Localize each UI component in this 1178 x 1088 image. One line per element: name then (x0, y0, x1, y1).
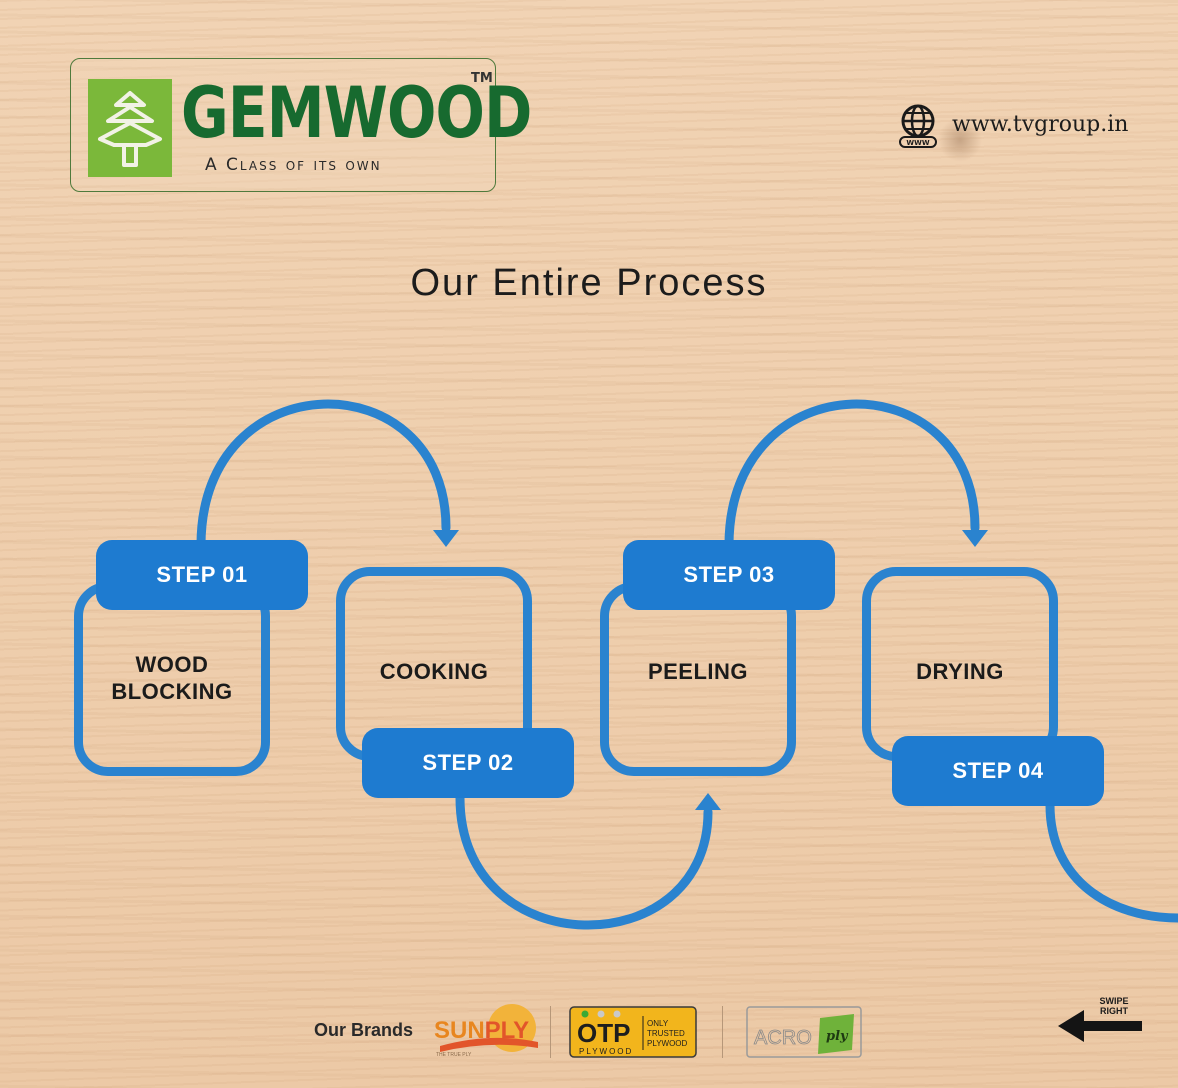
process-box-wood-blocking: WOOD BLOCKING (74, 582, 270, 776)
globe-www-icon: WWW (899, 104, 937, 148)
process-label-cooking: COOKING (379, 659, 489, 684)
brand-logo: GEMWOOD TM A Class of its own (70, 58, 532, 192)
step-badge-03: STEP 03 (623, 540, 835, 610)
process-label-peeling: PEELING (647, 659, 749, 684)
otp-side-2: TRUSTED (647, 1029, 685, 1038)
swipe-hint[interactable]: SWIPE RIGHT (1056, 996, 1144, 1046)
process-label-drying: DRYING (916, 659, 1004, 684)
process-box-peeling: PEELING (600, 582, 796, 776)
svg-text:WWW: WWW (906, 139, 929, 147)
otp-logo[interactable]: OTP PLYWOOD ONLY TRUSTED PLYWOOD (569, 1006, 697, 1058)
step-badge-04: STEP 04 (892, 736, 1104, 806)
brand-divider (722, 1006, 723, 1058)
trademark-mark: TM (471, 71, 493, 86)
otp-side-1: ONLY (647, 1019, 669, 1028)
acro-badge: ply (826, 1029, 849, 1044)
sunply-tagline: THE TRUE PLY (436, 1052, 472, 1058)
sunply-ply-text: PLY (485, 1017, 529, 1044)
website-url[interactable]: www.tvgroup.in (952, 112, 1129, 137)
svg-text:SUNPLY: SUNPLY (434, 1017, 529, 1044)
otp-sub: PLYWOOD (579, 1047, 633, 1056)
sunply-logo[interactable]: SUNPLY THE TRUE PLY (430, 1002, 542, 1058)
acro-name: ACRO (754, 1027, 812, 1049)
step-badge-02: STEP 02 (362, 728, 574, 798)
page-title: Our Entire Process (410, 262, 768, 304)
brand-divider (550, 1006, 551, 1058)
tree-logo-icon (88, 79, 172, 177)
otp-side-3: PLYWOOD (647, 1039, 688, 1048)
step-badge-01: STEP 01 (96, 540, 308, 610)
brand-name: GEMWOOD (181, 72, 532, 154)
sunply-sun-text: SUN (434, 1017, 485, 1044)
arrow-left-icon (1058, 1010, 1142, 1042)
brand-tagline: A Class of its own (205, 155, 382, 175)
swipe-label: SWIPE RIGHT (1099, 996, 1129, 1016)
process-box-drying: DRYING (862, 567, 1058, 761)
brands-label: Our Brands (314, 1020, 414, 1040)
process-label-wood-blocking: WOOD BLOCKING (111, 652, 233, 704)
otp-name: OTP (577, 1018, 630, 1048)
acro-ply-logo[interactable]: ACRO ply (746, 1006, 862, 1058)
